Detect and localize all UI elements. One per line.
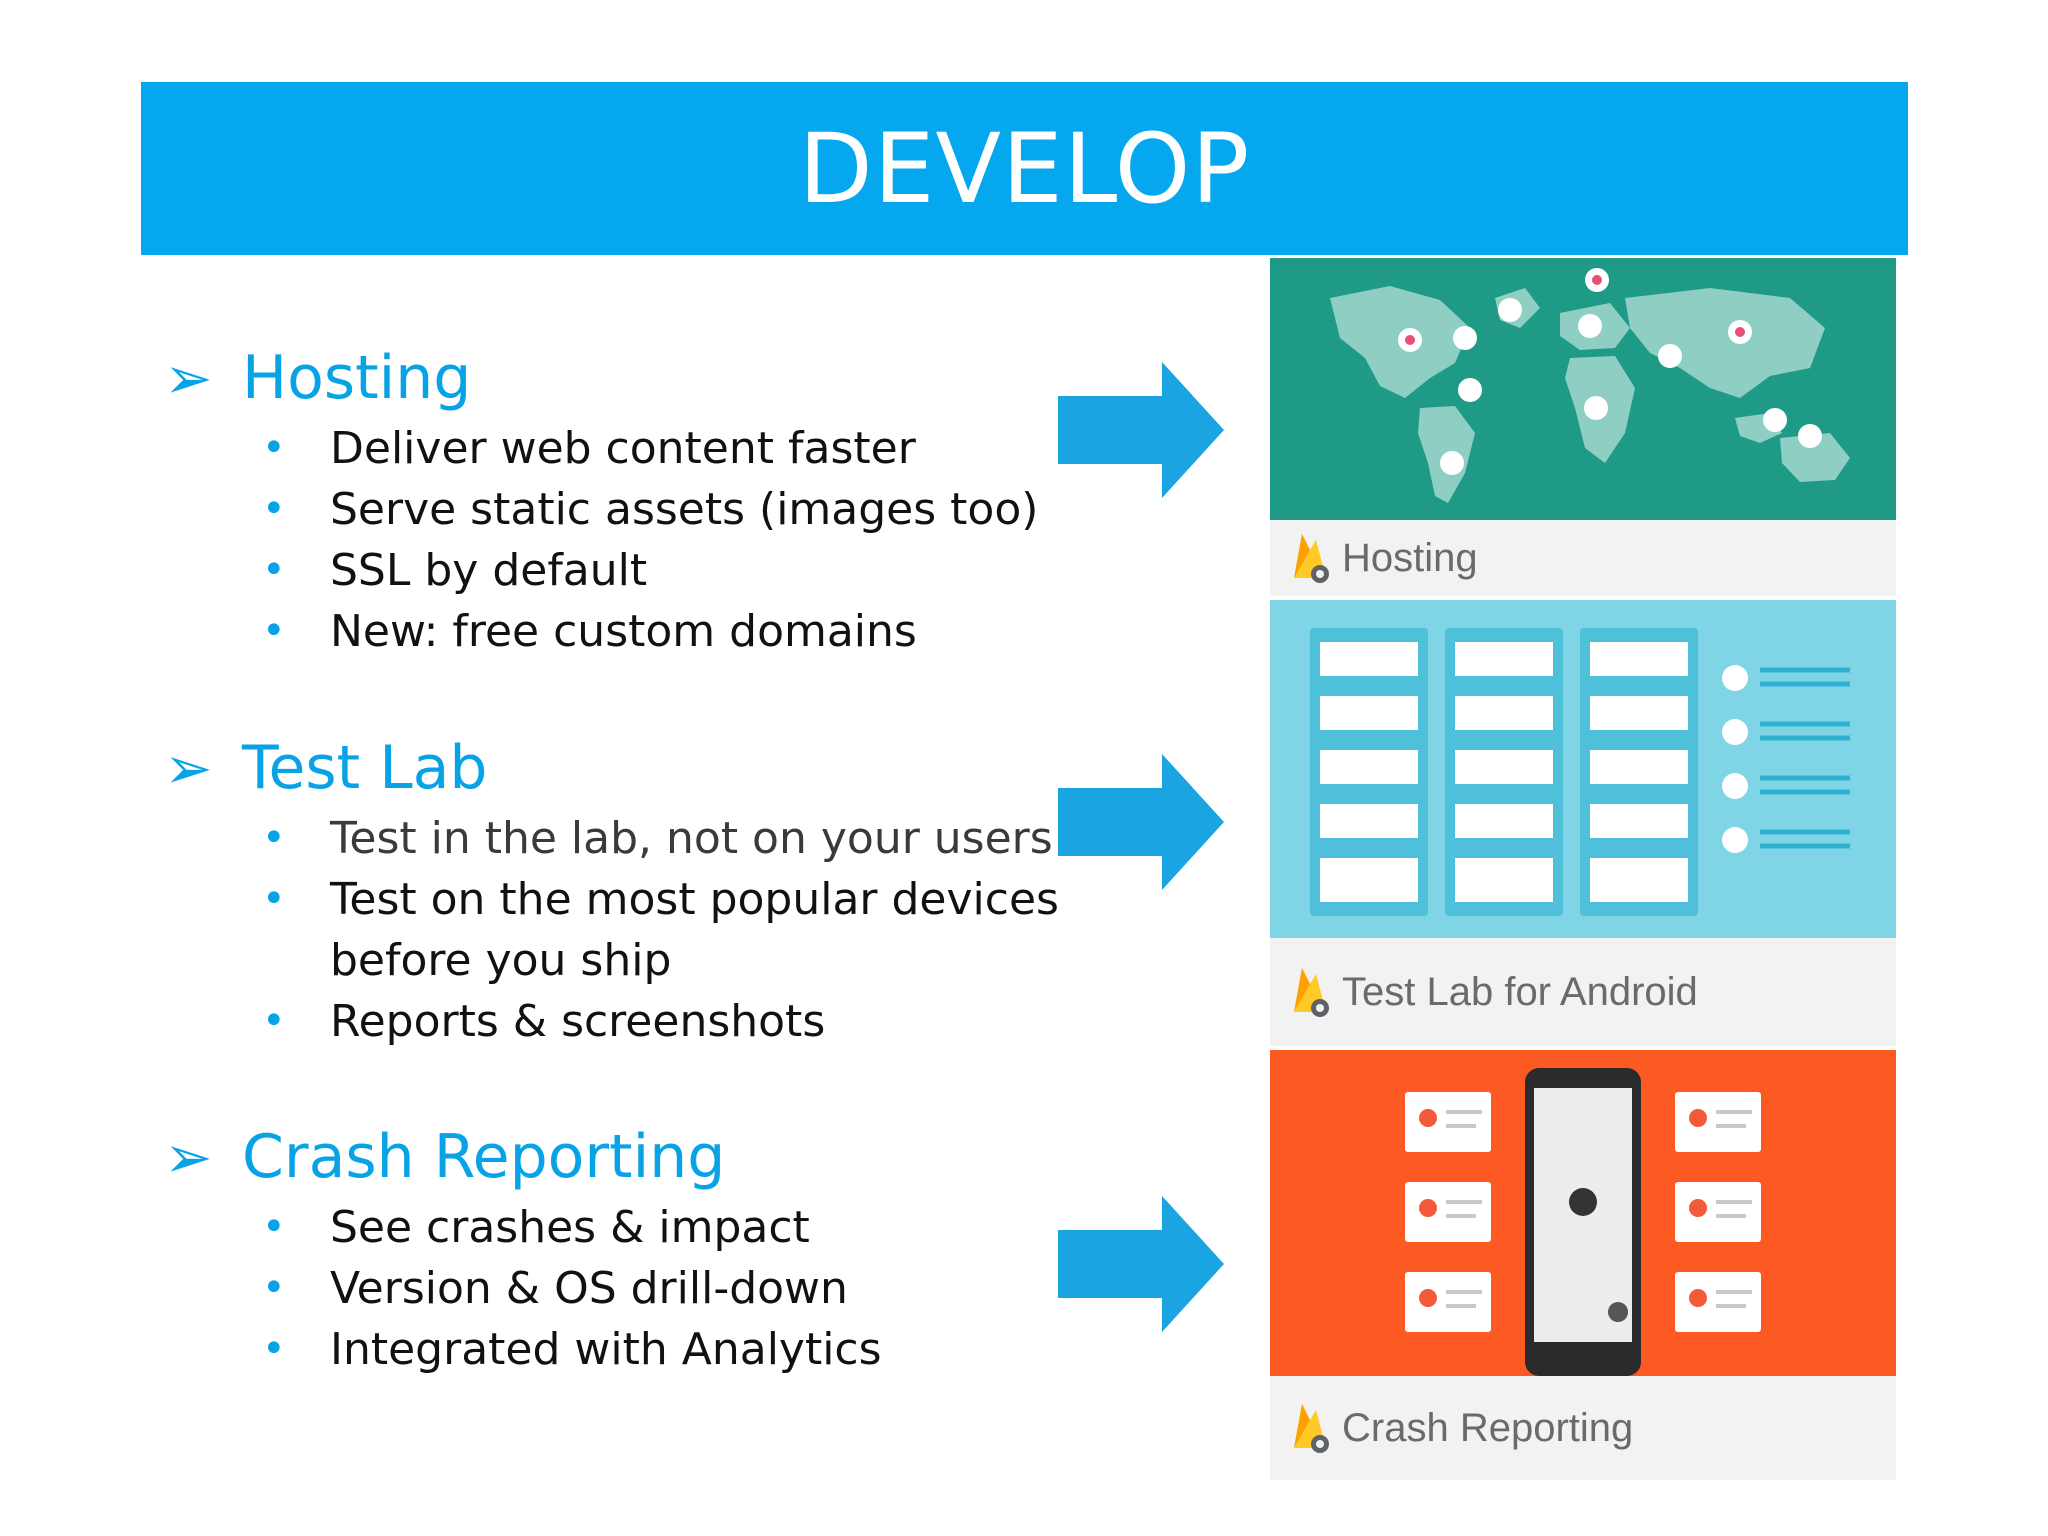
section-crash-reporting: ➢ Crash Reporting •See crashes & impact …: [160, 1117, 882, 1380]
bullet-dot-icon: •: [262, 547, 286, 593]
list-item-continuation: before you ship: [330, 935, 672, 986]
bullet-list: •See crashes & impact •Version & OS dril…: [160, 1197, 882, 1380]
right-arrow-icon: [1058, 1196, 1224, 1332]
chevron-bullet-icon: ➢: [164, 346, 213, 411]
device-rack-illustration: [1270, 600, 1896, 938]
list-item: •Test on the most popular devices: [160, 869, 1059, 930]
list-item: •Serve static assets (images too): [160, 479, 1038, 540]
list-item: •Test in the lab, not on your users: [160, 808, 1059, 869]
bullet-dot-icon: •: [262, 815, 286, 861]
list-item: •Reports & screenshots: [160, 991, 1059, 1052]
right-arrow-icon: [1058, 362, 1224, 498]
panel-label-text: Crash Reporting: [1342, 1405, 1634, 1450]
section-hosting: ➢ Hosting •Deliver web content faster •S…: [160, 338, 1038, 662]
bullet-list: •Deliver web content faster •Serve stati…: [160, 418, 1038, 662]
list-item: •See crashes & impact: [160, 1197, 882, 1258]
title-bar: DEVELOP: [141, 82, 1908, 255]
section-title: Crash Reporting: [242, 1122, 726, 1192]
test-lab-panel: Test Lab for Android: [1270, 600, 1896, 1046]
panel-label: Crash Reporting: [1270, 1376, 1896, 1480]
slide-title: DEVELOP: [798, 112, 1251, 225]
bullet-dot-icon: •: [262, 1265, 286, 1311]
list-item: •Deliver web content faster: [160, 418, 1038, 479]
bullet-dot-icon: •: [262, 998, 286, 1044]
chevron-bullet-icon: ➢: [164, 736, 213, 801]
bullet-dot-icon: •: [262, 608, 286, 654]
list-item: •Integrated with Analytics: [160, 1319, 882, 1380]
crash-reporting-panel: Crash Reporting: [1270, 1050, 1896, 1480]
right-arrow-icon: [1058, 754, 1224, 890]
panel-label: Hosting: [1270, 520, 1896, 596]
bullet-dot-icon: •: [262, 1326, 286, 1372]
bullet-dot-icon: •: [262, 486, 286, 532]
panel-label-text: Test Lab for Android: [1342, 969, 1698, 1014]
bullet-dot-icon: •: [262, 876, 286, 922]
chevron-bullet-icon: ➢: [164, 1125, 213, 1190]
firebase-flame-icon: [1294, 968, 1329, 1017]
world-map-illustration: [1270, 258, 1896, 520]
section-title: Hosting: [242, 343, 472, 413]
bullet-dot-icon: •: [262, 425, 286, 471]
hosting-panel: Hosting: [1270, 258, 1896, 596]
firebase-flame-icon: [1294, 534, 1329, 583]
bullet-dot-icon: •: [262, 1204, 286, 1250]
section-test-lab: ➢ Test Lab •Test in the lab, not on your…: [160, 728, 1059, 1052]
section-title: Test Lab: [242, 733, 488, 803]
panel-label: Test Lab for Android: [1270, 938, 1896, 1046]
list-item: •New: free custom domains: [160, 601, 1038, 662]
panel-label-text: Hosting: [1342, 535, 1478, 580]
list-item: •Version & OS drill-down: [160, 1258, 882, 1319]
list-item: •SSL by default: [160, 540, 1038, 601]
bullet-list: •Test in the lab, not on your users •Tes…: [160, 808, 1059, 1052]
phone-crash-illustration: [1270, 1050, 1896, 1376]
firebase-flame-icon: [1294, 1404, 1329, 1453]
